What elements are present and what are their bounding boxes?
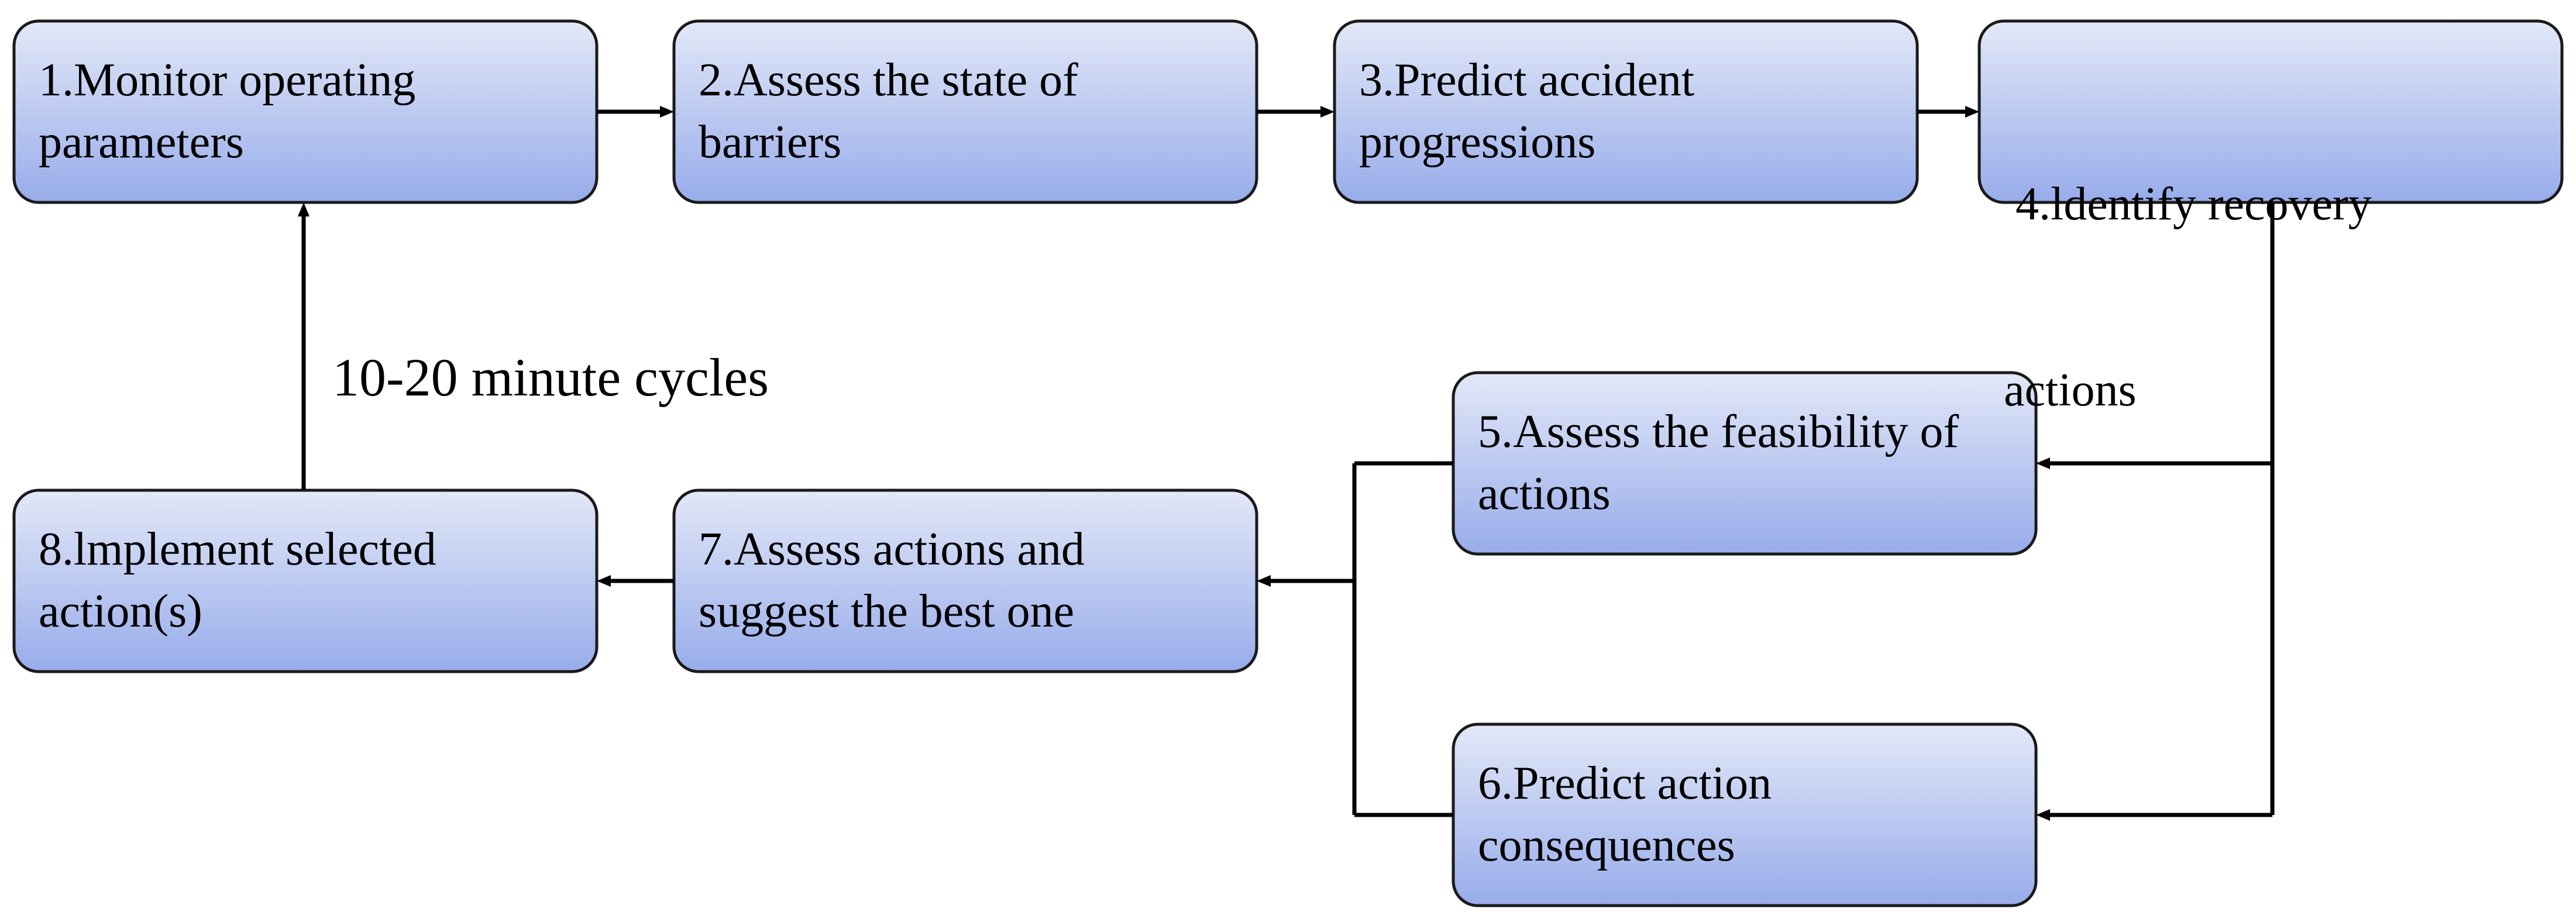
arrowhead-8-to-1 — [298, 202, 309, 216]
node-4-line-2: actions — [2004, 364, 2137, 416]
node-3-line-1: 3.Predict accident — [1359, 54, 1695, 106]
arrowhead-to-7 — [1257, 575, 1271, 587]
node-7-label: 7.Assess actions and suggest the best on… — [699, 518, 1085, 642]
node-6-line-1: 6.Predict action — [1478, 758, 1772, 809]
node-8-line-1: 8.lmplement selected — [39, 524, 436, 575]
node-4-label: 4.ldentify recovery actions — [2004, 49, 2372, 483]
node-5-label: 5.Assess the feasibility of actions — [1478, 401, 1959, 525]
connectors — [298, 106, 2275, 821]
node-8-label: 8.lmplement selected action(s) — [39, 518, 436, 642]
node-8-line-2: action(s) — [39, 586, 202, 637]
node-5-line-1: 5.Assess the feasibility of — [1478, 406, 1959, 457]
cycle-label: 10-20 minute cycles — [332, 348, 769, 407]
arrowhead-to-5 — [2036, 457, 2050, 469]
node-2-line-2: barriers — [699, 116, 842, 168]
arrowhead-7-to-8 — [597, 575, 611, 587]
node-7-line-2: suggest the best one — [699, 586, 1075, 637]
node-2-line-1: 2.Assess the state of — [699, 54, 1078, 106]
node-7-line-1: 7.Assess actions and — [699, 524, 1085, 575]
node-2-label: 2.Assess the state of barriers — [699, 49, 1078, 173]
node-6-line-2: consequences — [1478, 820, 1735, 871]
node-1-line-2: parameters — [39, 116, 244, 168]
node-1-label: 1.Monitor operating parameters — [39, 49, 415, 173]
node-6-label: 6.Predict action consequences — [1478, 752, 1772, 876]
node-1-line-1: 1.Monitor operating — [39, 54, 416, 106]
node-3-label: 3.Predict accident progressions — [1359, 49, 1694, 173]
node-3-line-2: progressions — [1359, 116, 1596, 168]
node-4-line-1: 4.ldentify recovery — [2004, 178, 2372, 230]
node-5-line-2: actions — [1478, 468, 1611, 520]
arrowhead-2-to-3 — [1320, 106, 1335, 118]
arrowhead-to-6 — [2036, 809, 2050, 821]
arrowhead-3-to-4 — [1965, 106, 1979, 118]
arrowhead-1-to-2 — [660, 106, 674, 118]
